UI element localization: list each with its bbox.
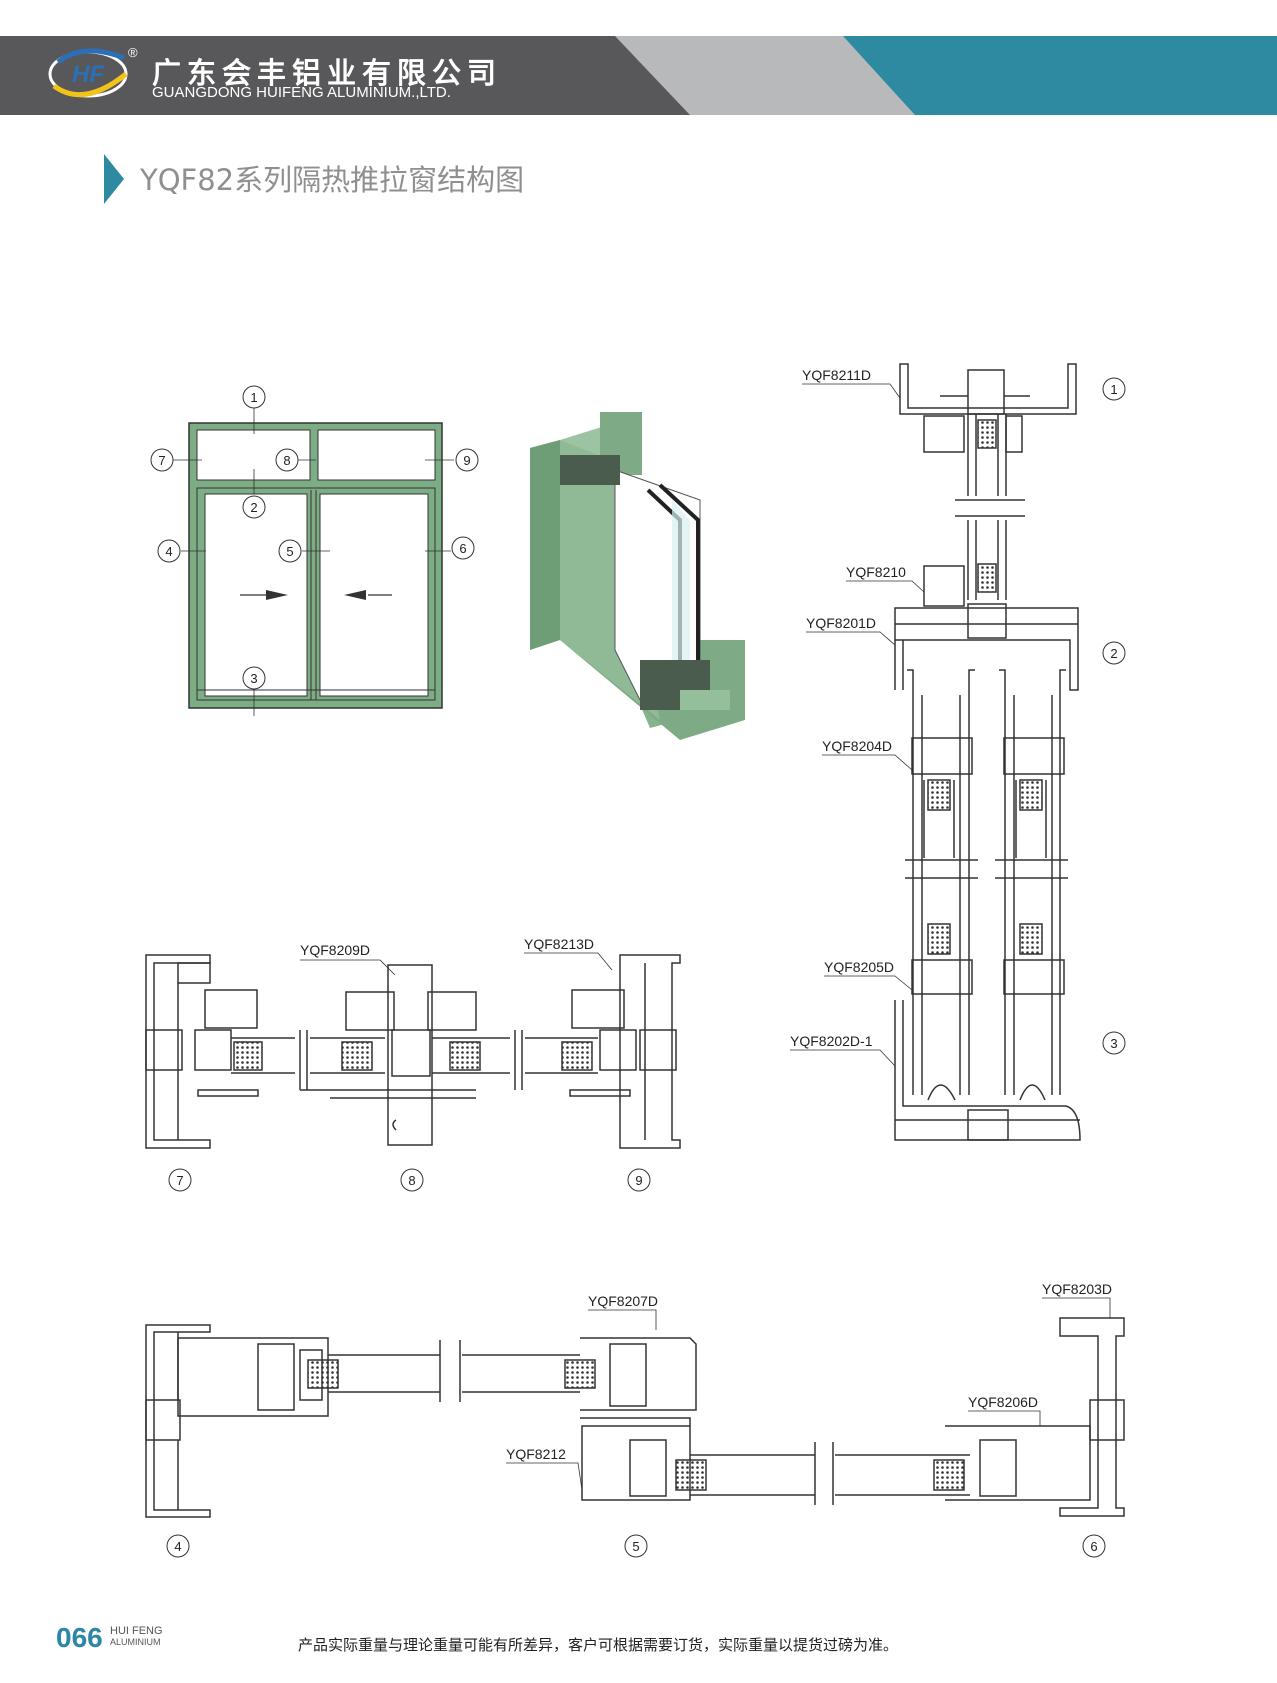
elevation-callout-6: 6 [451,536,475,560]
svg-text:4: 4 [174,1539,181,1554]
weight-disclaimer: 产品实际重量与理论重量可能有所差异，客户可根据需要订货，实际重量以提货过磅为准。 [298,1636,899,1654]
svg-text:1: 1 [250,390,257,405]
footer-brand: HUI FENG ALUMINIUM [110,1626,163,1648]
svg-text:2: 2 [250,500,257,515]
label-yqf8203d: YQF8203D [1042,1281,1112,1297]
elevation-callout-1: 1 [242,385,266,409]
elevation-callout-8: 8 [275,448,299,472]
label-yqf8202d-1: YQF8202D-1 [790,1033,873,1049]
label-yqf8211d: YQF8211D [802,367,871,383]
label-yqf8213d: YQF8213D [524,936,594,952]
vertical-section-number-2: 2 [1102,641,1126,665]
footer-brand-line1: HUI FENG [110,1625,163,1637]
header-banner [0,36,1277,115]
horizontal-section-top [145,954,681,1149]
slide-left-arrow-icon [344,590,366,600]
elevation-callout-9: 9 [455,448,479,472]
svg-text:2: 2 [1110,646,1117,661]
logo-text: HF [72,61,105,88]
horizontal-section-number-9: 9 [627,1168,651,1192]
registered-mark: ® [128,45,138,60]
label-yqf8210: YQF8210 [846,564,906,580]
vertical-section-number-3: 3 [1102,1031,1126,1055]
svg-text:5: 5 [632,1539,639,1554]
horizontal-section-bottom [145,1317,1125,1518]
svg-text:8: 8 [408,1173,415,1188]
elevation-callout-7: 7 [150,448,174,472]
horizontal-section-number-5: 5 [624,1534,648,1558]
elevation-callout-5: 5 [278,539,302,563]
horizontal-section-number-6: 6 [1082,1534,1106,1558]
horizontal-section-number-4: 4 [166,1534,190,1558]
title-marker-icon [104,154,124,204]
label-yqf8205d: YQF8205D [824,959,894,975]
svg-text:3: 3 [1110,1036,1117,1051]
label-yqf8201d: YQF8201D [806,615,876,631]
svg-text:5: 5 [286,544,293,559]
banner-dark-band [0,36,690,115]
vertical-section [894,363,1081,1141]
svg-text:6: 6 [459,541,466,556]
company-logo: HF [48,48,128,98]
svg-text:6: 6 [1090,1539,1097,1554]
page-number: 066 [56,1622,103,1653]
profile-3d-illustration [530,412,745,740]
svg-text:9: 9 [463,453,470,468]
label-yqf8212: YQF8212 [506,1446,566,1462]
svg-text:4: 4 [165,544,172,559]
label-yqf8209d: YQF8209D [300,942,370,958]
label-yqf8206d: YQF8206D [968,1394,1038,1410]
horizontal-section-top-labels: YQF8209D YQF8213D 7 8 9 [168,936,651,1192]
svg-text:7: 7 [158,453,165,468]
window-elevation: 1 2 3 4 5 6 7 8 9 [150,385,479,716]
svg-text:7: 7 [176,1173,183,1188]
vertical-section-number-1: 1 [1102,377,1126,401]
elevation-callout-2: 2 [242,495,266,519]
svg-text:1: 1 [1110,382,1117,397]
slide-right-arrow-icon [266,590,288,600]
elevation-callout-4: 4 [157,539,181,563]
label-yqf8207d: YQF8207D [588,1293,658,1309]
horizontal-section-bottom-labels: YQF8207D YQF8203D YQF8206D YQF8212 4 5 6 [166,1281,1112,1558]
footer-brand-line2: ALUMINIUM [110,1637,161,1647]
label-yqf8204d: YQF8204D [822,738,892,754]
elevation-callout-3: 3 [242,666,266,690]
horizontal-section-number-8: 8 [400,1168,424,1192]
company-name-en: GUANGDONG HUIFENG ALUMINIUM.,LTD. [152,84,451,101]
svg-text:8: 8 [283,453,290,468]
svg-text:3: 3 [250,671,257,686]
svg-text:9: 9 [635,1173,642,1188]
vertical-section-labels: YQF8211D YQF8210 YQF8201D YQF8204D YQF82… [790,367,1126,1067]
horizontal-section-number-7: 7 [168,1168,192,1192]
company-name-cn: 广东会丰铝业有限公司 [152,56,503,90]
page-title: YQF82系列隔热推拉窗结构图 [140,163,525,197]
